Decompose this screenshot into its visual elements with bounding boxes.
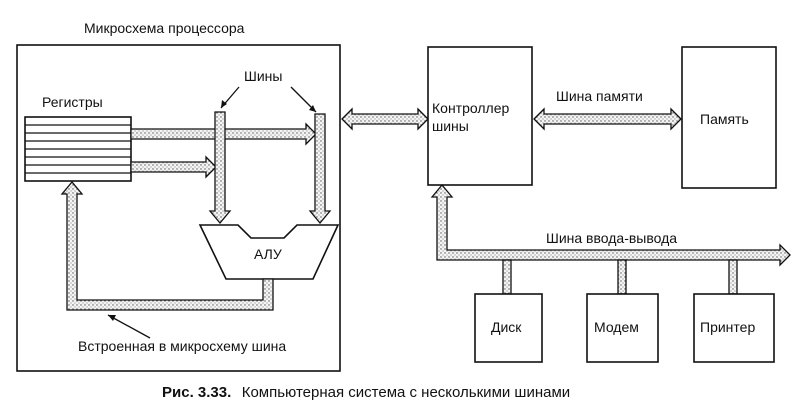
bus-controller-label-line1: Контроллер — [432, 100, 509, 116]
bus-controller-box — [427, 46, 533, 186]
modem-label: Модем — [594, 319, 639, 335]
internal-bus-loop — [60, 180, 274, 311]
memory-label: Память — [700, 111, 749, 127]
printer-label: Принтер — [700, 319, 755, 335]
internal-bus-pointer-arrow — [107, 314, 151, 339]
disk-label: Диск — [491, 319, 522, 335]
figure-caption: Рис. 3.33. Компьютерная система с нескол… — [162, 384, 570, 401]
buses-pointer-arrows — [220, 86, 317, 113]
buses-label: Шины — [244, 68, 282, 84]
internal-bus-label: Встроенная в микросхему шина — [78, 338, 286, 354]
alu-label: АЛУ — [254, 246, 282, 262]
printer-box — [693, 293, 775, 363]
alu-shape — [198, 224, 340, 280]
caption-prefix: Рис. 3.33. — [162, 384, 231, 401]
register-to-bus-arrow-lower — [130, 155, 217, 179]
memory-bus — [533, 107, 682, 131]
io-bus — [430, 183, 791, 267]
registers-label: Регистры — [42, 94, 103, 110]
left-vertical-bus-to-alu — [208, 111, 232, 225]
device-connectors — [502, 259, 738, 295]
processor-chip-title: Микросхема процессора — [84, 20, 245, 36]
caption-text: Компьютерная система с несколькими шинам… — [242, 384, 570, 401]
bus-controller-label-line2: шины — [432, 118, 469, 134]
chip-to-controller-bus — [341, 107, 429, 131]
registers-block — [24, 116, 132, 182]
io-bus-label: Шина ввода-вывода — [546, 230, 677, 246]
modem-box — [586, 293, 659, 363]
memory-box — [681, 46, 777, 189]
disk-box — [474, 293, 543, 363]
right-vertical-bus-to-alu — [308, 113, 332, 225]
memory-bus-label: Шина памяти — [556, 88, 643, 104]
